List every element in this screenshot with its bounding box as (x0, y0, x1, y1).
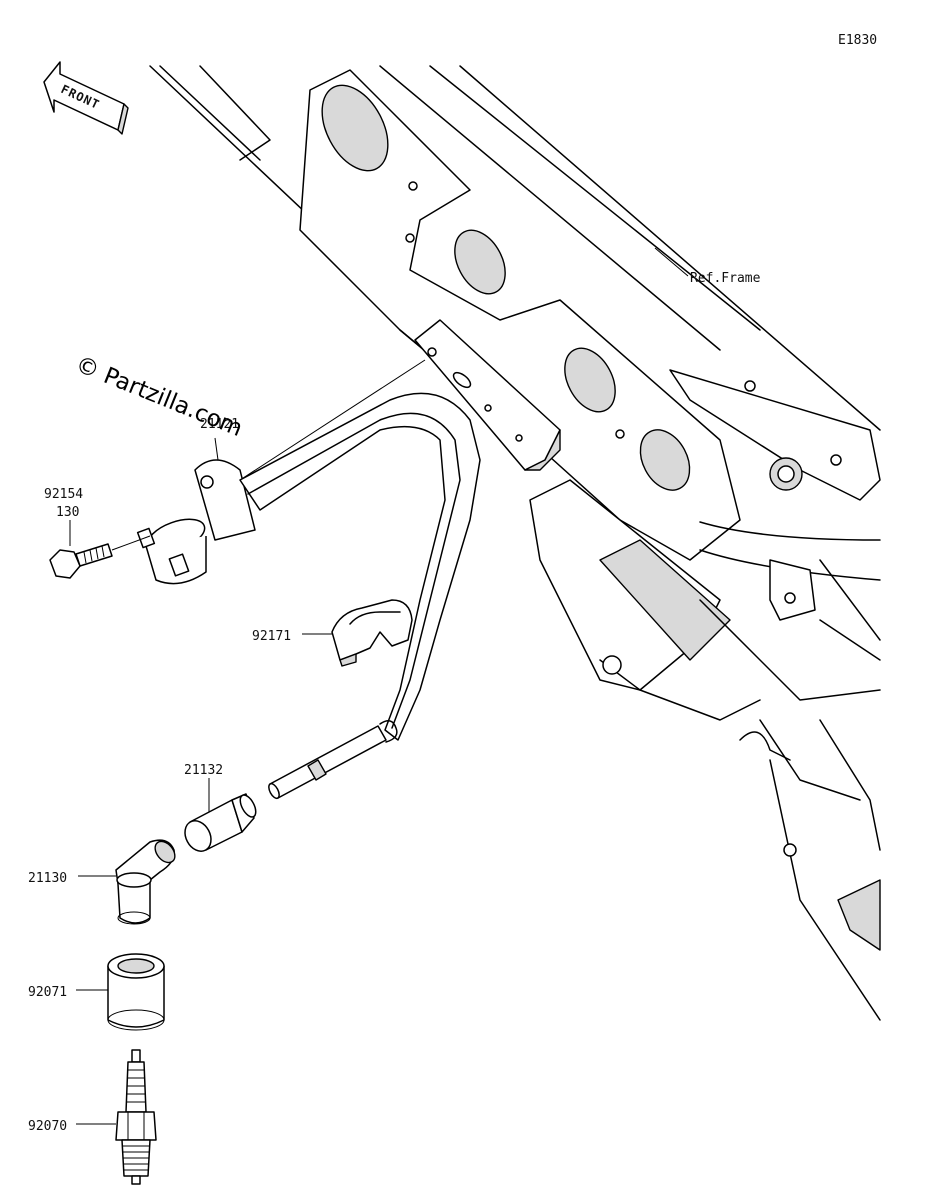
boot-part (107, 953, 165, 1031)
front-arrow-icon: FRONT (43, 61, 129, 135)
spark-plug-part (115, 1049, 157, 1185)
clamp-part (331, 599, 413, 667)
bolt-part-number: 92154 (44, 487, 83, 502)
bolt-part (49, 543, 113, 579)
lead-cable-end (268, 720, 398, 800)
ignition-coil-part-number: 21121 (200, 417, 239, 432)
boot-part-number: 92071 (28, 985, 67, 1000)
frame-reference-drawing (149, 65, 881, 1021)
diagram-code: E1830 (838, 33, 877, 48)
bolt-leader-1 (111, 535, 151, 551)
cap-seal-part (184, 793, 257, 852)
frame-reference-leader (654, 247, 689, 277)
frame-reference-label: Ref.Frame (690, 271, 761, 286)
bolt-size: 130 (56, 505, 79, 520)
watermark: © Partzilla.com (72, 351, 246, 442)
coil-bracket-leader (239, 359, 426, 481)
plug-cap-part-number: 21130 (28, 871, 67, 886)
ignition-coil-leader (214, 437, 219, 461)
ignition-coil-part (136, 392, 481, 741)
cap-seal-part-number: 21132 (184, 763, 223, 778)
plug-cap-part (115, 839, 176, 925)
spark-plug-part-number: 92070 (28, 1119, 67, 1134)
clamp-part-number: 92171 (252, 629, 291, 644)
coil-mounting-bracket (414, 319, 561, 471)
